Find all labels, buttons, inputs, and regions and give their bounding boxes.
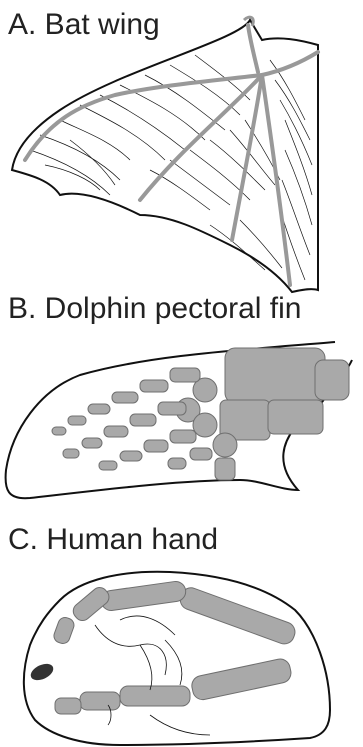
fingernail-icon: [28, 661, 56, 684]
panel-b-label: B. Dolphin pectoral fin: [8, 294, 302, 324]
dolphin-fin-illustration: [0, 330, 363, 510]
bat-wing-illustration: [0, 0, 363, 300]
human-hand-illustration: [0, 560, 363, 747]
panel-c-label: C. Human hand: [8, 525, 218, 555]
